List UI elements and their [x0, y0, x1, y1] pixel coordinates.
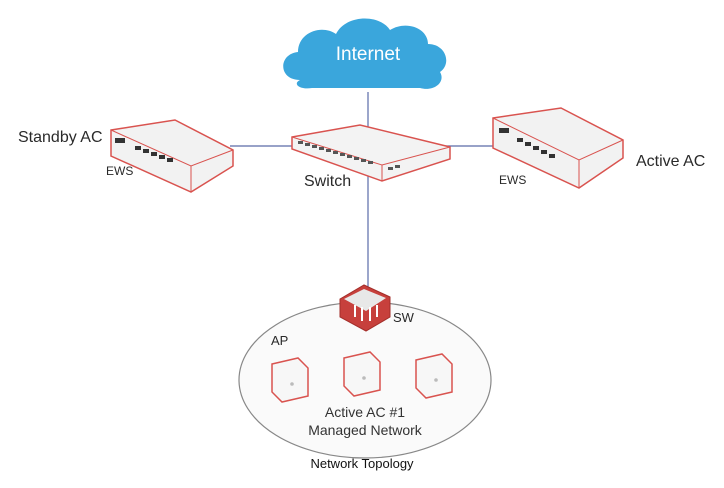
controller-icon — [110, 119, 234, 193]
cloud-icon — [283, 18, 447, 89]
sw-label: SW — [393, 310, 414, 325]
access-point-icon — [343, 351, 381, 397]
diagram-caption: Network Topology — [310, 456, 414, 471]
standby-ac-label: Standby AC — [18, 129, 103, 146]
ews-right-label: EWS — [499, 173, 527, 187]
active-ac-label: Active AC — [636, 153, 706, 170]
ews-left-label: EWS — [106, 164, 134, 178]
managed-network-title: Active AC #1 — [324, 404, 406, 420]
ap-label: AP — [271, 333, 289, 348]
managed-network-subtitle: Managed Network — [308, 422, 422, 438]
switch-icon — [291, 124, 451, 182]
access-point-icon — [271, 357, 309, 403]
switch-label: Switch — [304, 173, 352, 190]
router-icon — [339, 284, 391, 332]
internet-label: Internet — [335, 44, 401, 65]
access-point-icon — [415, 353, 453, 399]
controller-icon — [492, 107, 624, 189]
